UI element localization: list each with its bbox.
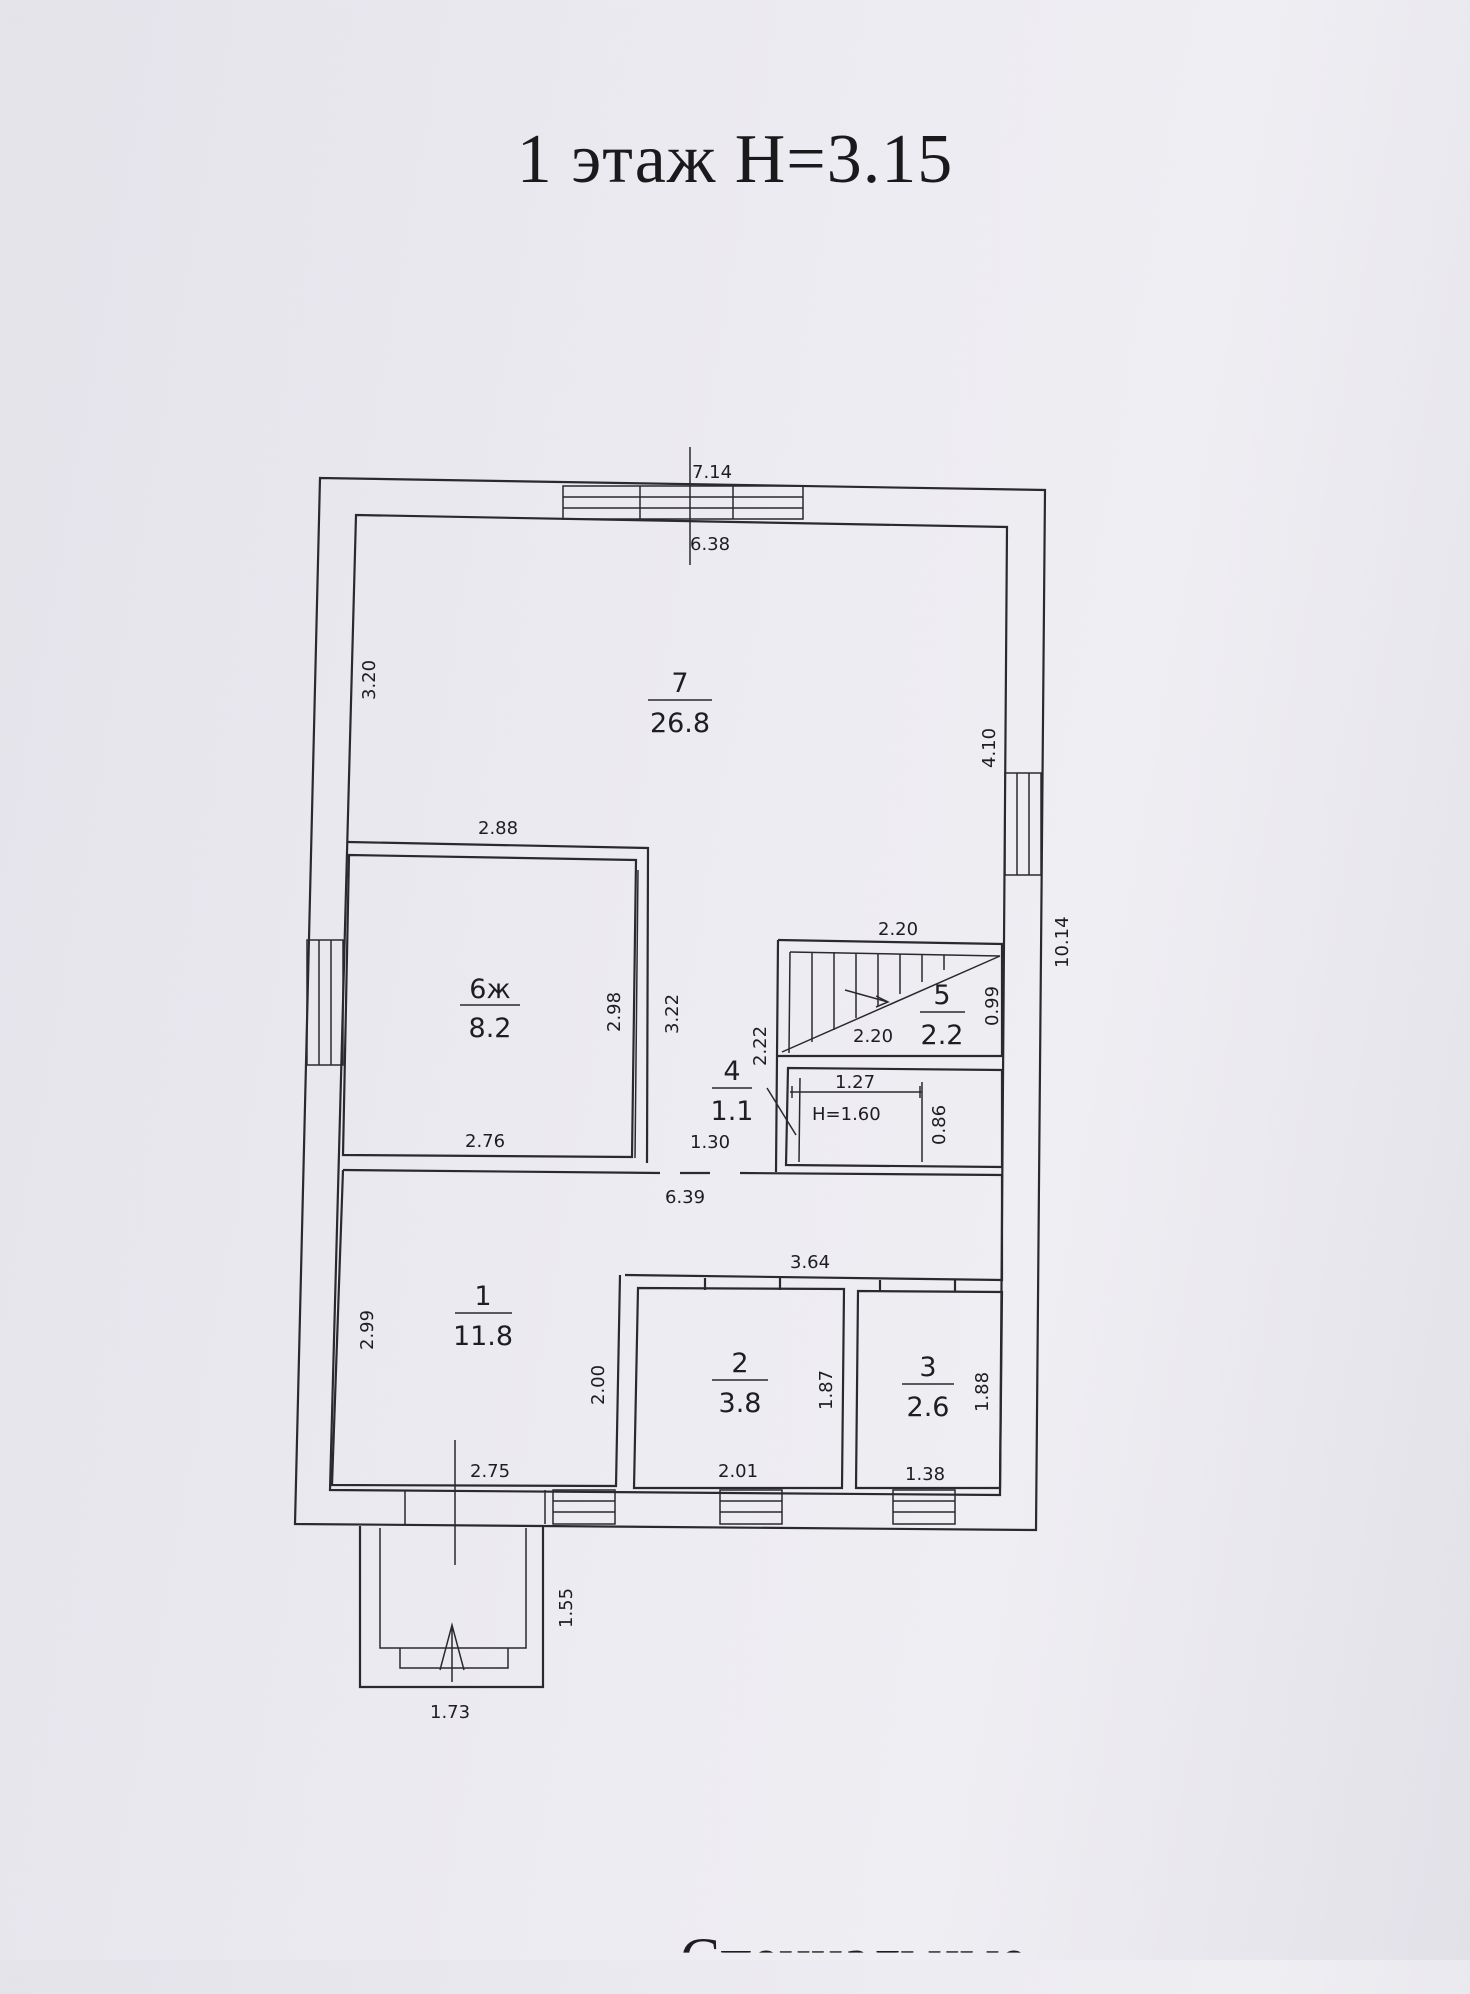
dim-2-00: 2.00: [588, 1365, 609, 1405]
dim-2-99: 2.99: [357, 1310, 378, 1350]
stair-arrow: [844, 989, 890, 1008]
dim-7-14: 7.14: [692, 462, 732, 483]
wall-room1: [330, 1169, 622, 1488]
room-4-area: 1.1: [711, 1096, 754, 1127]
room-6-number: 6ж: [469, 974, 511, 1005]
dim-6-39: 6.39: [665, 1187, 705, 1208]
entrance-door: [404, 1440, 546, 1565]
dim-2-76: 2.76: [465, 1131, 505, 1152]
window-bottom-1: [552, 1489, 616, 1525]
room-7-number: 7: [671, 668, 688, 699]
leader-room4: [766, 1087, 797, 1136]
dim-3-64: 3.64: [790, 1252, 830, 1273]
room-5-number: 5: [933, 980, 950, 1011]
room-6-area: 8.2: [469, 1013, 512, 1044]
room-1-area: 11.8: [453, 1321, 513, 1352]
wall-room6-double: [634, 869, 639, 1159]
dim-1-87: 1.87: [816, 1370, 837, 1410]
window-top: [562, 447, 804, 565]
window-left: [306, 939, 344, 1066]
room-5-area: 2.2: [921, 1020, 964, 1051]
window-right: [1004, 772, 1042, 876]
dim-1-27: 1.27: [835, 1072, 875, 1093]
wall-corridor: [342, 1168, 1004, 1282]
dim-2-01: 2.01: [718, 1461, 758, 1482]
room-4-number: 4: [723, 1056, 740, 1087]
outer-wall-inner: [328, 513, 1009, 1497]
dim-0-99: 0.99: [982, 986, 1003, 1026]
dim-1-38: 1.38: [905, 1464, 945, 1485]
dim-h-1-60: H=1.60: [812, 1104, 881, 1125]
page-title: 1 этаж H=3.15: [516, 121, 954, 198]
dim-1-55: 1.55: [556, 1588, 577, 1628]
dim-4-10: 4.10: [979, 728, 1000, 768]
dim-3-20: 3.20: [359, 660, 380, 700]
dim-1-88: 1.88: [972, 1372, 993, 1412]
room-7-area: 26.8: [650, 708, 710, 739]
wall-room7-bottom: [347, 840, 650, 1164]
dim-2-22: 2.22: [750, 1026, 771, 1066]
room-2-area: 3.8: [719, 1388, 762, 1419]
dim-1-30: 1.30: [690, 1132, 730, 1153]
porch: [358, 1526, 545, 1689]
dim-2-20-bottom: 2.20: [853, 1026, 893, 1047]
window-bottom-3: [892, 1489, 956, 1525]
room-2-number: 2: [731, 1348, 748, 1379]
dim-1-73: 1.73: [430, 1702, 470, 1723]
wall-stair: [776, 938, 1004, 1058]
footer-partial-text: Спецнальные: [680, 1926, 1027, 1992]
wall-room4: [784, 1066, 1004, 1169]
room-3-number: 3: [919, 1352, 936, 1383]
dim-6-38: 6.38: [690, 534, 730, 555]
wall-room2: [632, 1286, 846, 1490]
entry-arrow: [439, 1622, 465, 1682]
wall-stair-left: [774, 939, 780, 1173]
wall-room6: [341, 853, 638, 1159]
dim-2-98: 2.98: [604, 992, 625, 1032]
dim-0-86: 0.86: [929, 1105, 950, 1145]
wall-room4-inner: [798, 1077, 801, 1163]
stair-top: [789, 951, 1001, 957]
stair-treads: [811, 952, 945, 1042]
stair-side: [788, 951, 791, 1054]
stair-diagonal: [781, 955, 1001, 1053]
dim-2-20-top: 2.20: [878, 919, 918, 940]
dim-127-line: [790, 1086, 922, 1098]
dim-10-14: 10.14: [1052, 916, 1073, 968]
dim-3-22: 3.22: [662, 994, 683, 1034]
door-marks: [703, 1278, 957, 1292]
room-1-number: 1: [474, 1281, 491, 1312]
room-3-area: 2.6: [907, 1392, 950, 1423]
dim-2-88: 2.88: [478, 818, 518, 839]
porch-steps: [379, 1528, 527, 1669]
dim-2-75: 2.75: [470, 1461, 510, 1482]
window-bottom-2: [719, 1489, 783, 1525]
